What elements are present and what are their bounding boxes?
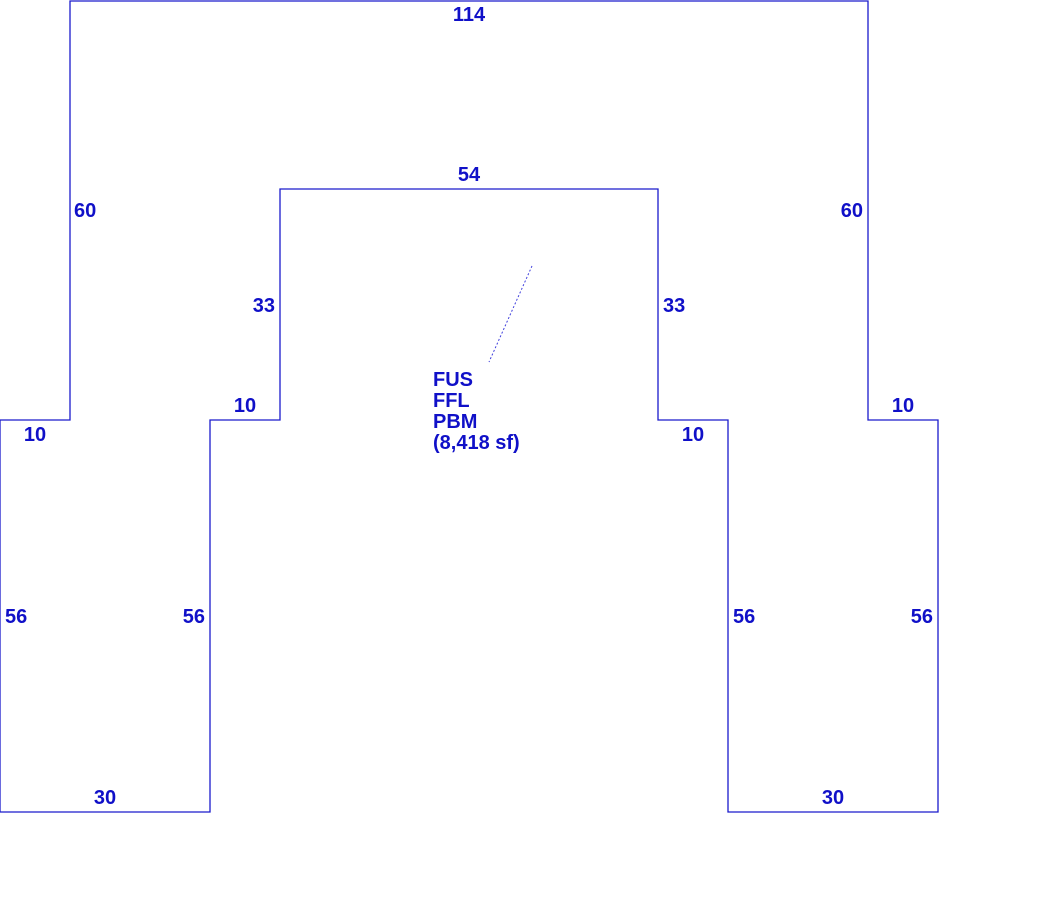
- dim-right-wing-inner: 56: [733, 606, 755, 628]
- dim-top-inner: 54: [458, 164, 481, 186]
- area-code-pbm: PBM: [433, 411, 477, 433]
- area-label: FUS FFL PBM (8,418 sf): [433, 369, 520, 454]
- dim-left-wing-bottom: 30: [94, 787, 116, 809]
- dim-left-outer-upper: 60: [74, 200, 96, 222]
- dim-left-step-inner: 10: [234, 395, 256, 417]
- dim-left-wing-outer: 56: [5, 606, 27, 628]
- dim-right-wing-bottom: 30: [822, 787, 844, 809]
- dim-right-outer-upper: 60: [841, 200, 863, 222]
- dim-left-inner-upper: 33: [253, 295, 275, 317]
- dim-right-step-outer: 10: [892, 395, 914, 417]
- dim-right-wing-outer: 56: [911, 606, 933, 628]
- area-leader-line: [488, 265, 533, 363]
- dim-right-inner-upper: 33: [663, 295, 685, 317]
- area-code-fus: FUS: [433, 369, 473, 391]
- dim-right-step-inner: 10: [682, 424, 704, 446]
- area-size: (8,418 sf): [433, 432, 520, 454]
- dim-left-step-outer: 10: [24, 424, 46, 446]
- dim-top-outer: 114: [453, 4, 486, 26]
- dimension-labels: 114 54 60 60 33 33 10 10 10 10 56 56 56 …: [5, 4, 933, 809]
- dim-left-wing-inner: 56: [183, 606, 205, 628]
- building-outline: [0, 0, 939, 813]
- area-code-ffl: FFL: [433, 390, 470, 412]
